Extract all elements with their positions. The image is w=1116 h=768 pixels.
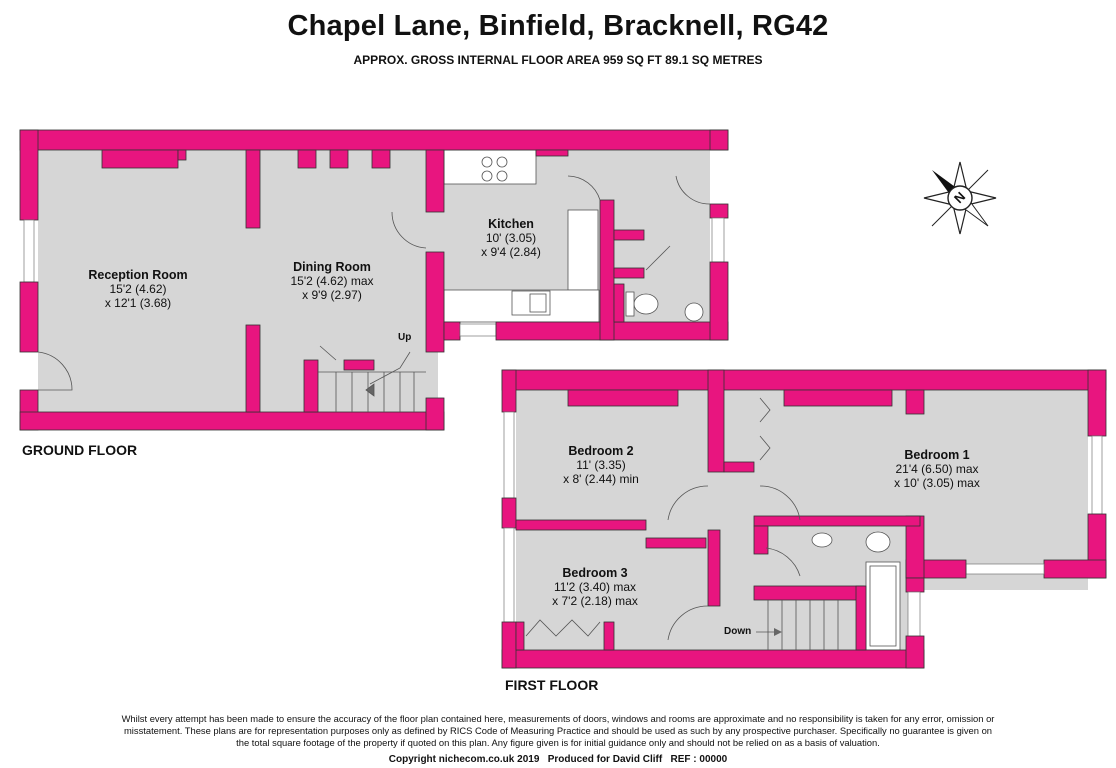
room-label-bedroom-1: Bedroom 1 21'4 (6.50) max x 10' (3.05) m… — [852, 448, 1022, 490]
first-floor-plan — [501, 369, 1107, 669]
room-name: Kitchen — [488, 217, 534, 231]
room-label-reception: Reception Room 15'2 (4.62) x 12'1 (3.68) — [53, 268, 223, 310]
page-title: Chapel Lane, Binfield, Bracknell, RG42 — [287, 10, 829, 42]
ground-floor-plan — [19, 129, 729, 431]
room-dimension: x 12'1 (3.68) — [104, 296, 172, 310]
first-floor-label: FIRST FLOOR — [505, 677, 599, 693]
room-dimension: x 9'4 (2.84) — [481, 245, 541, 259]
room-dimension: 15'2 (4.62) max — [290, 274, 374, 288]
room-name: Bedroom 3 — [562, 566, 628, 580]
room-name: Bedroom 2 — [568, 444, 634, 458]
room-dimension: x 10' (3.05) max — [894, 476, 980, 490]
ground-floor-label: GROUND FLOOR — [22, 442, 138, 458]
room-dimension: x 7'2 (2.18) max — [552, 594, 638, 608]
room-dimension: 15'2 (4.62) — [109, 282, 167, 296]
room-name: Dining Room — [293, 260, 371, 274]
room-label-bedroom-2: Bedroom 2 11' (3.35) x 8' (2.44) min — [516, 444, 686, 486]
room-name: Bedroom 1 — [904, 448, 970, 462]
compass-icon — [923, 161, 997, 235]
stairs-down-label: Down — [724, 626, 752, 637]
disclaimer-text: Whilst every attempt has been made to en… — [121, 713, 995, 748]
stairs-up-label: Up — [398, 332, 412, 343]
room-dimension: x 9'9 (2.97) — [302, 288, 362, 302]
room-label-kitchen: Kitchen 10' (3.05) x 9'4 (2.84) — [426, 217, 596, 259]
floor-area-subtitle: APPROX. GROSS INTERNAL FLOOR AREA 959 SQ… — [353, 53, 763, 67]
room-label-dining: Dining Room 15'2 (4.62) max x 9'9 (2.97) — [247, 260, 417, 302]
room-dimension: 11' (3.35) — [576, 458, 626, 472]
room-dimension: x 8' (2.44) min — [563, 472, 639, 486]
room-dimension: 21'4 (6.50) max — [895, 462, 979, 476]
room-name: Reception Room — [88, 268, 188, 282]
footer-copyright: Copyright nichecom.co.uk 2019 Produced f… — [388, 754, 728, 765]
room-label-bedroom-3: Bedroom 3 11'2 (3.40) max x 7'2 (2.18) m… — [510, 566, 680, 608]
room-dimension: 10' (3.05) — [485, 231, 537, 245]
room-dimension: 11'2 (3.40) max — [553, 580, 637, 594]
